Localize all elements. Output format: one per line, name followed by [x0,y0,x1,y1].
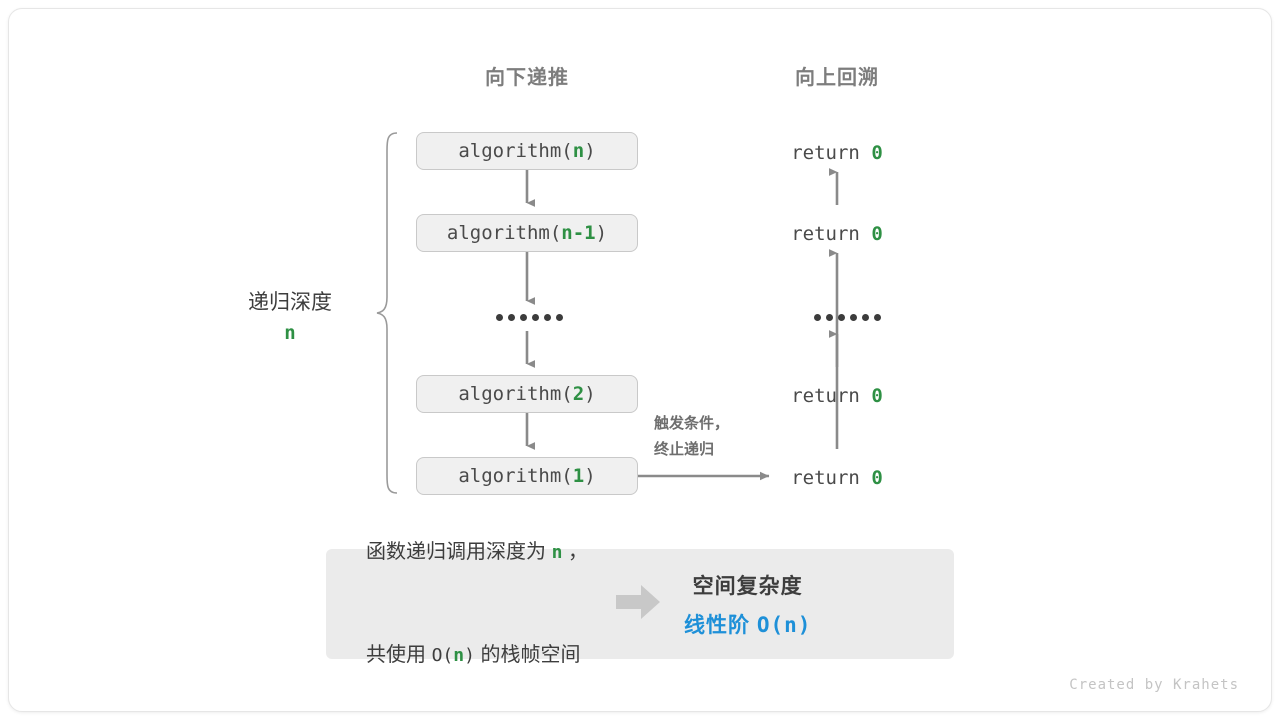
call-box-text: algorithm(2) [458,383,596,405]
call-box-algorithm-1[interactable]: algorithm(1) [416,457,638,495]
depth-brace-icon [376,132,398,494]
call-box-algorithm-n-1[interactable]: algorithm(n-1) [416,214,638,252]
dot [862,314,869,321]
call-box-algorithm-2[interactable]: algorithm(2) [416,375,638,413]
return-label-2: return 0 [791,223,883,245]
summary-panel: 函数递归调用深度为 n ， 共使用 O(n) 的栈帧空间 空间复杂度 线性阶 O… [326,541,954,666]
call-box-text: algorithm(n) [458,140,596,162]
summary-line-1: 函数递归调用深度为 n ， [366,541,588,563]
dot [838,314,845,321]
base-case-label: 触发条件， 终止递归 [654,411,729,463]
dot [496,314,503,321]
dot [556,314,563,321]
call-box-text: algorithm(1) [458,465,596,487]
return-label-3: return 0 [791,385,883,407]
summary-conclusion: 空间复杂度 线性阶 O(n) [684,570,811,639]
recursion-depth-label: 递归深度 n [248,286,332,344]
dot [532,314,539,321]
base-case-line-2: 终止递归 [654,441,715,458]
base-case-line-1: 触发条件， [654,415,730,432]
dot [874,314,881,321]
space-complexity-value: 线性阶 O(n) [683,612,812,637]
space-complexity-title: 空间复杂度 [692,574,803,598]
return-label-4: return 0 [791,467,883,489]
column-header-backtrack-up: 向上回溯 [795,67,879,89]
dot [814,314,821,321]
ellipsis-dots-down [496,314,563,321]
dot [850,314,857,321]
column-header-recurse-down: 向下递推 [485,67,569,89]
recursion-depth-value: n [284,322,296,344]
summary-line-2: 共使用 O(n) 的栈帧空间 [366,644,581,666]
call-box-text: algorithm(n-1) [446,222,608,244]
dot [508,314,515,321]
credit-text: Created by Krahets [1069,677,1239,693]
right-arrow-icon [614,582,662,627]
diagram-canvas: 向下递推 向上回溯 [8,8,1272,712]
summary-description: 函数递归调用深度为 n ， 共使用 O(n) 的栈帧空间 [326,467,588,711]
return-label-1: return 0 [791,142,883,164]
dot [520,314,527,321]
call-box-algorithm-n[interactable]: algorithm(n) [416,132,638,170]
recursion-depth-text: 递归深度 [248,291,332,314]
dot [544,314,551,321]
ellipsis-dots-up [814,314,881,321]
dot [826,314,833,321]
